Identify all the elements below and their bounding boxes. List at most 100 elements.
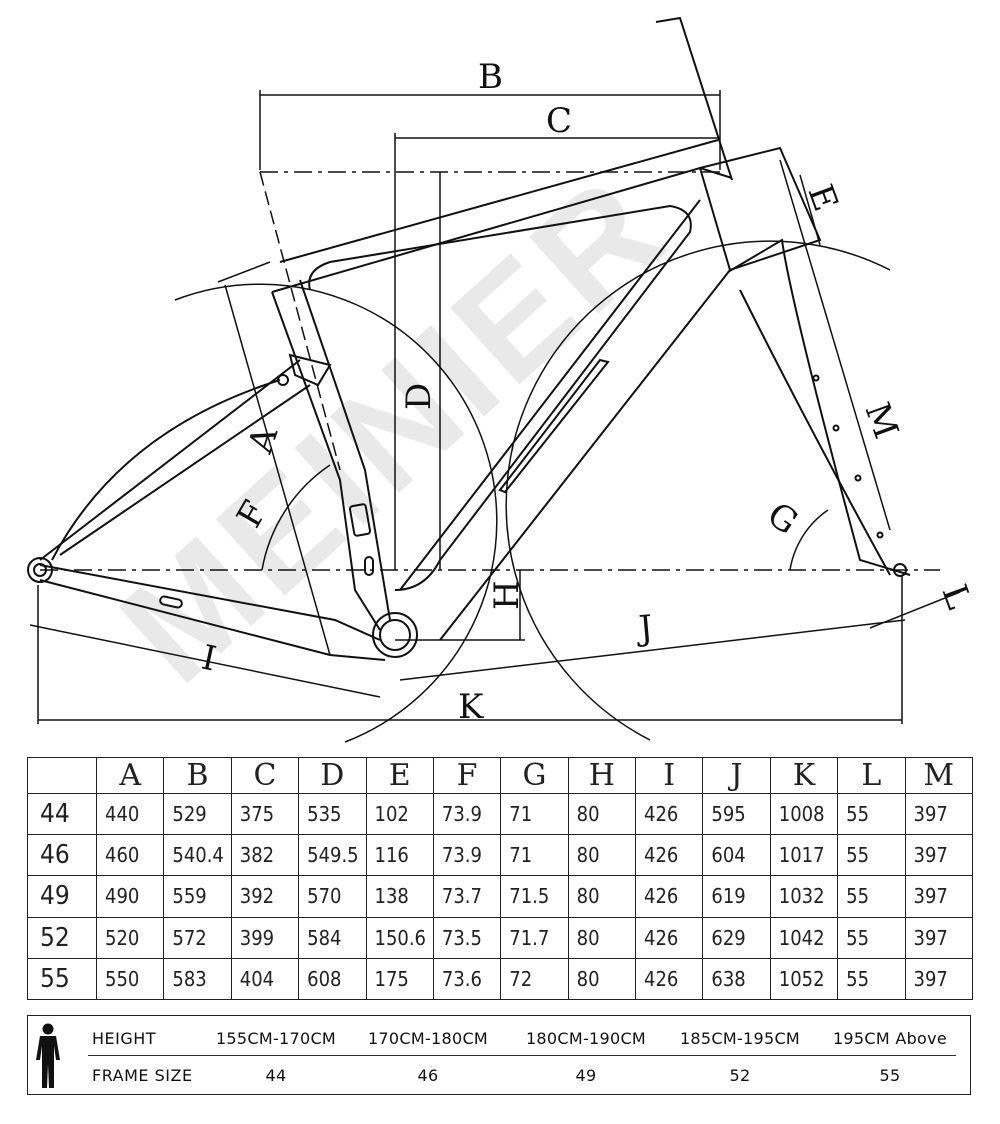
table-cell: 583 [163,957,232,1001]
label-g: G [760,495,805,543]
frame-size-label: FRAME SIZE [92,1066,193,1085]
label-m: M [857,397,906,443]
table-cell: 138 [365,875,434,918]
table-cell: 426 [634,875,704,918]
table-cell: 559 [163,875,232,918]
geometry-header-row: A B C D E F G H I J K L M [27,757,973,794]
table-cell: 426 [634,957,704,1001]
col-header: D [298,757,367,794]
table-cell: 382 [230,834,300,877]
col-header: G [500,757,569,794]
frame-size-cell: 52 [27,916,97,959]
frame-geometry-diagram: MEINIER [27,16,979,743]
table-cell: 80 [567,916,637,959]
table-cell: 397 [904,916,973,959]
table-cell: 584 [298,916,367,959]
height-label: HEIGHT [92,1029,157,1048]
table-cell: 73.9 [432,792,502,836]
table-cell: 490 [95,875,165,918]
table-cell: 102 [365,792,434,836]
table-cell: 150.6 [365,916,434,959]
table-cell: 1008 [769,792,839,836]
table-cell: 71 [500,792,569,836]
label-e: E [800,179,846,216]
label-b: B [478,57,503,97]
table-cell: 397 [904,957,973,1001]
table-cell: 397 [904,834,973,877]
table-cell: 71.5 [500,875,569,918]
label-h: H [487,580,527,610]
table-cell: 595 [702,792,771,836]
table-cell: 55 [837,792,906,836]
col-header: M [904,757,973,794]
table-cell: 460 [95,834,165,877]
table-cell: 426 [634,834,704,877]
table-cell: 440 [95,792,165,836]
frame-size-value: 49 [575,1066,597,1085]
table-cell: 80 [567,957,637,1001]
col-header: A [95,757,165,794]
table-cell: 397 [904,875,973,918]
fit-divider [88,1055,956,1056]
table-cell: 375 [230,792,300,836]
table-cell: 55 [837,834,906,877]
col-header: I [634,757,704,794]
table-cell: 604 [702,834,771,877]
table-cell: 404 [230,957,300,1001]
frame-size-cell: 46 [27,834,97,877]
height-range: 180CM-190CM [525,1029,647,1048]
table-cell: 1042 [769,916,839,959]
label-l: L [934,579,979,614]
table-cell: 392 [230,875,300,918]
label-k: K [458,687,484,727]
col-header: K [769,757,839,794]
table-cell: 80 [567,834,637,877]
col-header: L [837,757,906,794]
table-cell: 535 [298,792,367,836]
table-cell: 629 [702,916,771,959]
table-cell: 550 [95,957,165,1001]
table-cell: 73.5 [432,916,502,959]
frame-size-cell: 44 [27,792,97,836]
label-c: C [546,101,572,141]
dimension-lines [29,90,961,724]
table-cell: 73.9 [432,834,502,877]
table-cell: 1052 [769,957,839,1001]
person-icon [36,1023,60,1088]
frame-size-value: 44 [265,1066,287,1085]
label-d: D [399,383,439,410]
table-cell: 55 [837,957,906,1001]
frame-size-value: 46 [417,1066,439,1085]
col-header: B [163,757,232,794]
frame-size-value: 55 [879,1066,901,1085]
size-fit-chart: HEIGHT FRAME SIZE 155CM-170CM 170CM-180C… [27,1015,971,1095]
height-range: 185CM-195CM [679,1029,801,1048]
table-cell: 399 [230,916,300,959]
col-header: H [567,757,637,794]
col-header: J [702,757,771,794]
col-header: C [230,757,300,794]
table-cell: 55 [837,916,906,959]
height-range: 155CM-170CM [215,1029,337,1048]
table-cell: 71 [500,834,569,877]
table-cell: 608 [298,957,367,1001]
table-cell: 80 [567,792,637,836]
table-cell: 1032 [769,875,839,918]
corner-cell [27,757,97,794]
label-j: J [634,608,654,649]
table-cell: 426 [634,916,704,959]
table-cell: 570 [298,875,367,918]
col-header: F [432,757,502,794]
frame-size-cell: 49 [27,875,97,918]
table-cell: 520 [95,916,165,959]
table-cell: 73.7 [432,875,502,918]
table-cell: 73.6 [432,957,502,1001]
table-cell: 426 [634,792,704,836]
table-cell: 175 [365,957,434,1001]
